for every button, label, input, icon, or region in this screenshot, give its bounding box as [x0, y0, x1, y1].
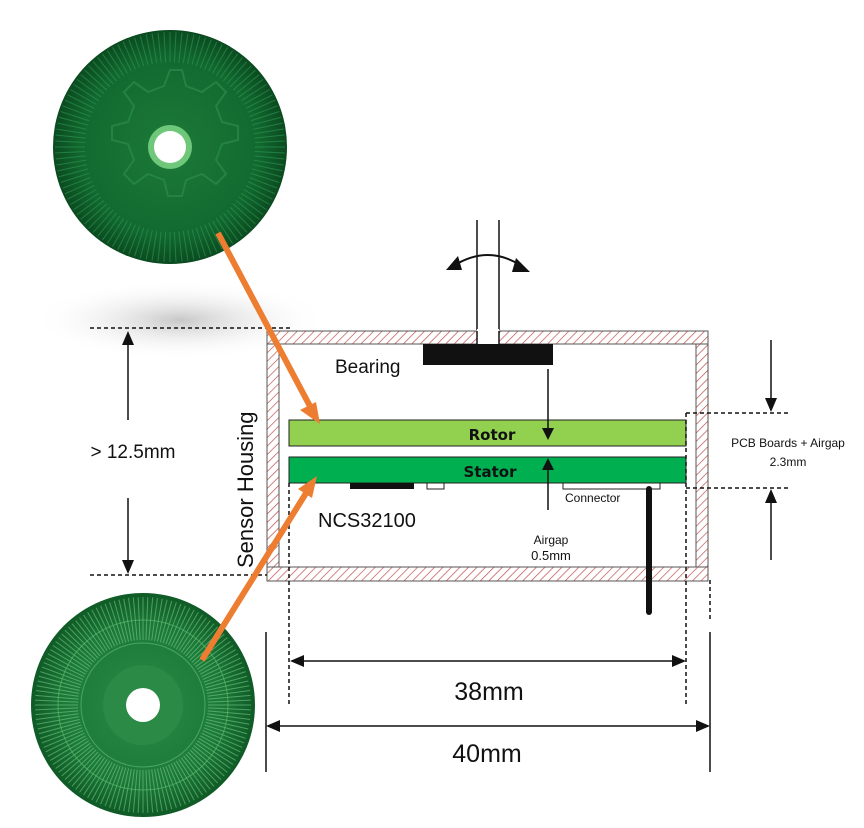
- connector-block: [562, 482, 661, 490]
- small-component: [426, 482, 445, 490]
- stator-board: [288, 456, 687, 484]
- connector-label: Connector: [565, 491, 620, 505]
- airgap-arrows: [542, 369, 554, 510]
- ncs-label: NCS32100: [318, 510, 416, 532]
- rotor-pcb-photo: [53, 30, 287, 264]
- airgap-title: Airgap: [534, 533, 569, 547]
- pcb-label-line1: PCB Boards + Airgap: [731, 436, 845, 450]
- width-dimension: [265, 413, 711, 772]
- ncs-chip: [350, 483, 414, 489]
- pcb-dimension: [686, 340, 790, 560]
- height-dimension: [90, 327, 290, 576]
- width-outer-label: 40mm: [452, 740, 521, 768]
- width-inner-label: 38mm: [454, 678, 523, 706]
- bearing-block: [423, 344, 553, 365]
- height-label: > 12.5mm: [90, 442, 175, 463]
- sensor-housing-label: Sensor Housing: [233, 411, 258, 568]
- rotor-label: Rotor: [469, 426, 516, 444]
- rotation-arrow-icon: [446, 254, 530, 272]
- disc-shadow: [30, 280, 330, 360]
- shaft: [476, 220, 500, 330]
- sensor-housing: [266, 329, 709, 582]
- airgap-value: 0.5mm: [531, 548, 571, 563]
- orange-pointer-arrows: [199, 231, 320, 662]
- stator-label: Stator: [464, 463, 518, 481]
- rotor-board: [288, 419, 687, 447]
- stator-pcb-photo: [31, 593, 255, 817]
- bearing-label: Bearing: [335, 357, 401, 378]
- pcb-label-line2: 2.3mm: [770, 455, 807, 469]
